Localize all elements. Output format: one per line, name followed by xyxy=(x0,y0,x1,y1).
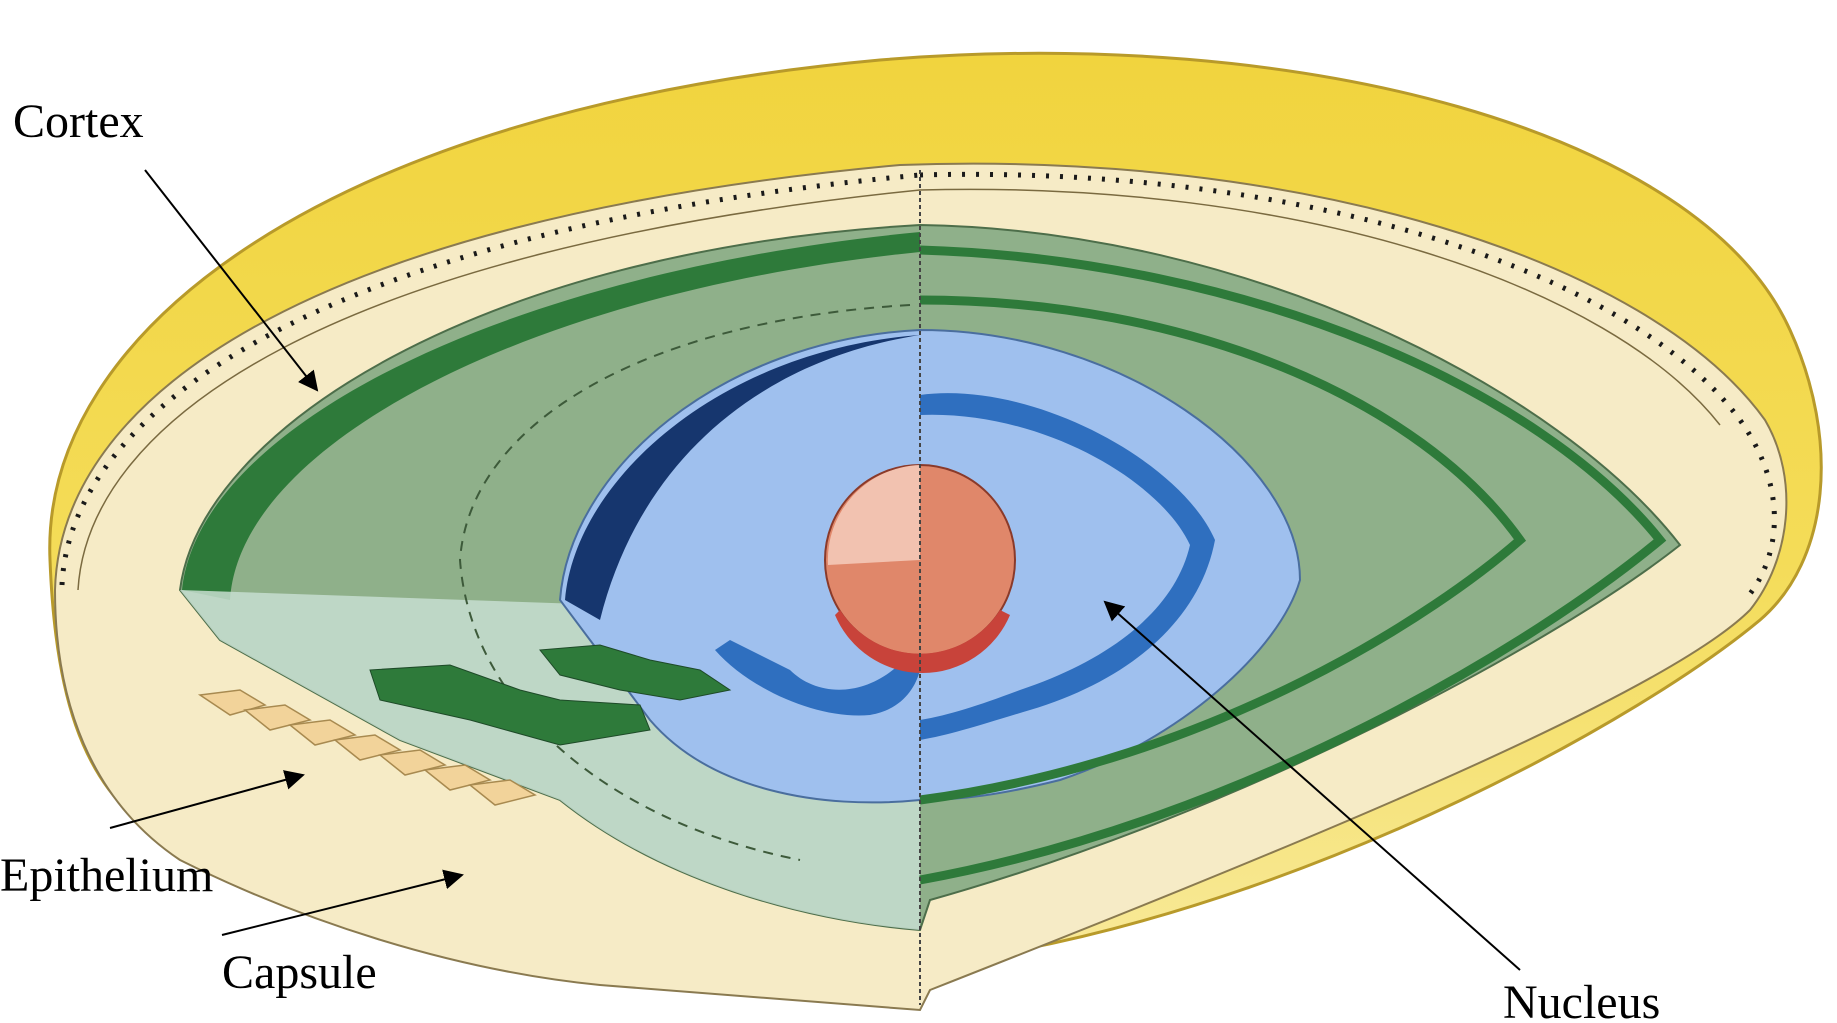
cortex-label: Cortex xyxy=(13,95,144,148)
capsule-label: Capsule xyxy=(222,946,377,999)
epithelium-label: Epithelium xyxy=(0,849,213,902)
nucleus-label: Nucleus xyxy=(1503,976,1660,1023)
